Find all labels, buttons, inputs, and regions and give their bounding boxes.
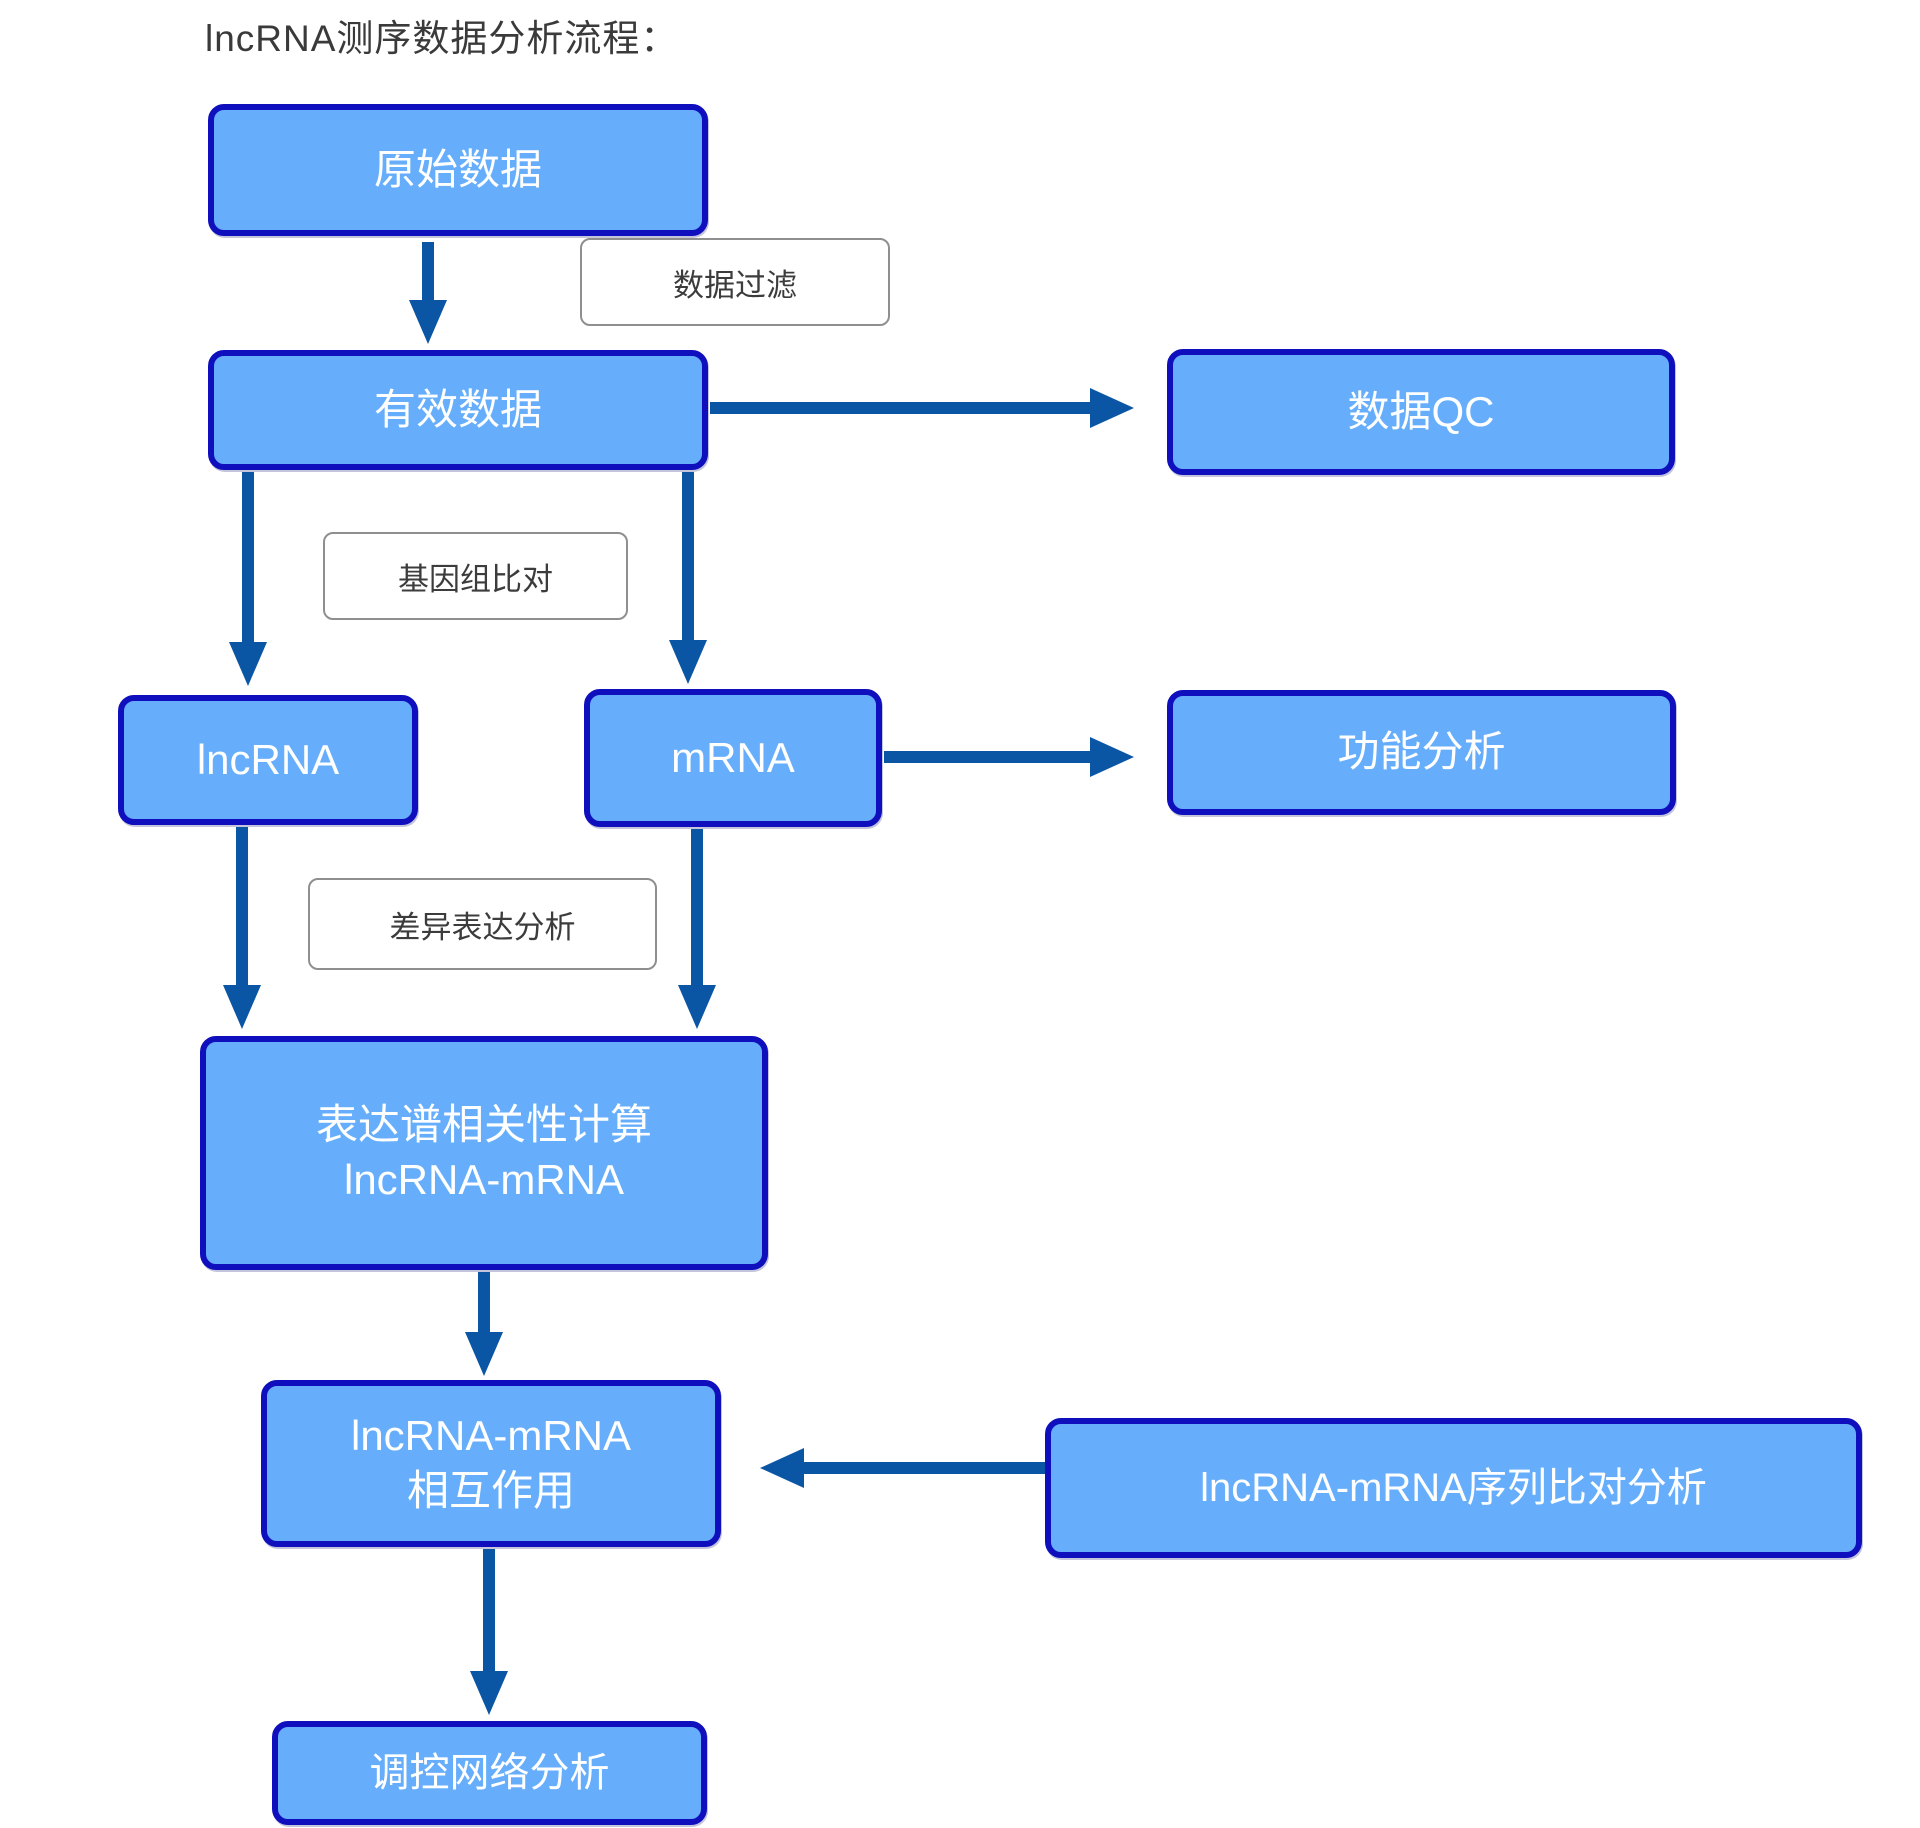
label-genome-alignment-text: 基因组比对: [398, 561, 553, 597]
diagram-title: lncRNA测序数据分析流程：: [205, 18, 679, 59]
node-raw-data-label: 原始数据: [373, 145, 542, 193]
node-valid-data-label: 有效数据: [373, 385, 542, 433]
label-data-filter-text: 数据过滤: [673, 267, 797, 303]
label-genome-alignment: 基因组比对: [323, 532, 628, 620]
node-data-qc: 数据QC: [1167, 349, 1675, 475]
node-raw-data: 原始数据: [208, 104, 708, 236]
node-interaction: lncRNA-mRNA 相互作用: [261, 1380, 721, 1547]
node-seq-alignment-label: lncRNA-mRNA序列比对分析: [1200, 1466, 1707, 1510]
node-correlation: 表达谱相关性计算 lncRNA-mRNA: [200, 1036, 768, 1270]
node-network-label: 调控网络分析: [369, 1751, 610, 1795]
node-functional-analysis-label: 功能分析: [1337, 728, 1506, 776]
node-mrna-label: mRNA: [671, 733, 795, 781]
node-valid-data: 有效数据: [208, 350, 708, 470]
node-data-qc-label: 数据QC: [1347, 387, 1495, 435]
node-seq-alignment: lncRNA-mRNA序列比对分析: [1045, 1418, 1862, 1558]
node-network: 调控网络分析: [272, 1721, 707, 1825]
node-interaction-line1: lncRNA-mRNA: [350, 1411, 631, 1459]
label-diff-expression: 差异表达分析: [308, 878, 657, 970]
node-correlation-line2: lncRNA-mRNA: [343, 1156, 624, 1203]
label-data-filter: 数据过滤: [580, 238, 890, 326]
node-interaction-line2: 相互作用: [406, 1466, 575, 1514]
node-mrna: mRNA: [584, 689, 882, 827]
node-correlation-line1: 表达谱相关性计算: [315, 1101, 652, 1149]
node-functional-analysis: 功能分析: [1167, 690, 1676, 815]
node-lncrna-label: lncRNA: [196, 735, 340, 783]
node-lncrna: lncRNA: [118, 695, 418, 825]
label-diff-expression-text: 差异表达分析: [389, 909, 576, 945]
